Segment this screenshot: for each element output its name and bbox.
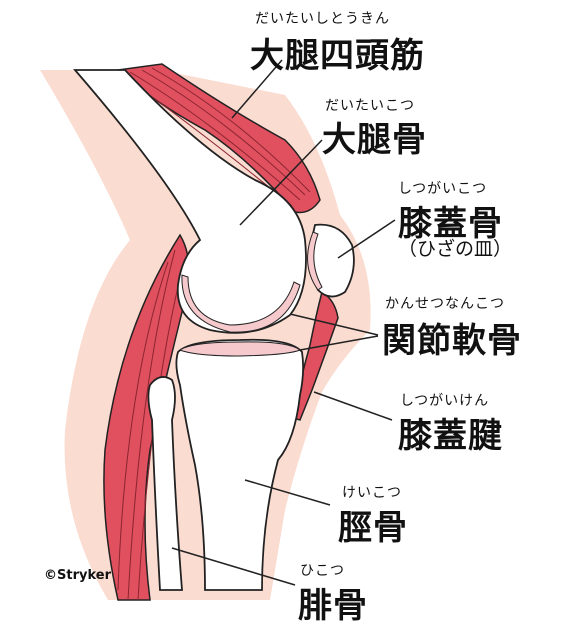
copyright-text: ©Stryker xyxy=(44,568,111,583)
cartilage-label: 関節軟骨 xyxy=(382,321,522,361)
fibula-label: 腓骨 xyxy=(298,586,368,626)
leader-tendon xyxy=(313,391,393,421)
leader-femur xyxy=(239,139,323,226)
leader-fibula xyxy=(171,547,296,586)
tibia-cartilage xyxy=(178,341,302,357)
tibia-bone xyxy=(175,338,305,591)
patella-ruby: しつがいこつ xyxy=(398,181,488,197)
tibia-ruby: けいこつ xyxy=(342,485,402,501)
patella-note: （ひざの皿） xyxy=(398,238,513,260)
quadriceps-label: 大腿四頭筋 xyxy=(250,36,425,76)
fibula-ruby: ひこつ xyxy=(300,563,345,579)
femur-ruby: だいたいこつ xyxy=(325,98,415,114)
fibula-bone xyxy=(147,376,183,591)
cartilage-ruby: かんせつなんこつ xyxy=(385,296,505,312)
femur-cartilage xyxy=(181,274,301,333)
leader-patella xyxy=(337,219,396,259)
patellar-tendon xyxy=(292,290,339,421)
leader-cartilage-b xyxy=(299,335,379,351)
leader-cartilage-a xyxy=(289,313,379,336)
leader-tibia xyxy=(244,479,331,506)
femur-label: 大腿骨 xyxy=(322,120,427,160)
quadriceps-muscle xyxy=(116,63,321,214)
tibia-label: 脛骨 xyxy=(338,508,408,548)
tendon-label: 膝蓋腱 xyxy=(398,416,503,456)
quadriceps-ruby: だいたいしとうきん xyxy=(255,11,390,27)
patella-cartilage xyxy=(307,231,323,291)
tendon-ruby: しつがいけん xyxy=(400,393,490,409)
quadriceps-fibers xyxy=(124,67,311,207)
femur-bone xyxy=(73,69,307,334)
leader-lines xyxy=(171,59,396,586)
leader-quadriceps xyxy=(231,59,283,119)
patella-label: 膝蓋骨 xyxy=(398,204,503,244)
